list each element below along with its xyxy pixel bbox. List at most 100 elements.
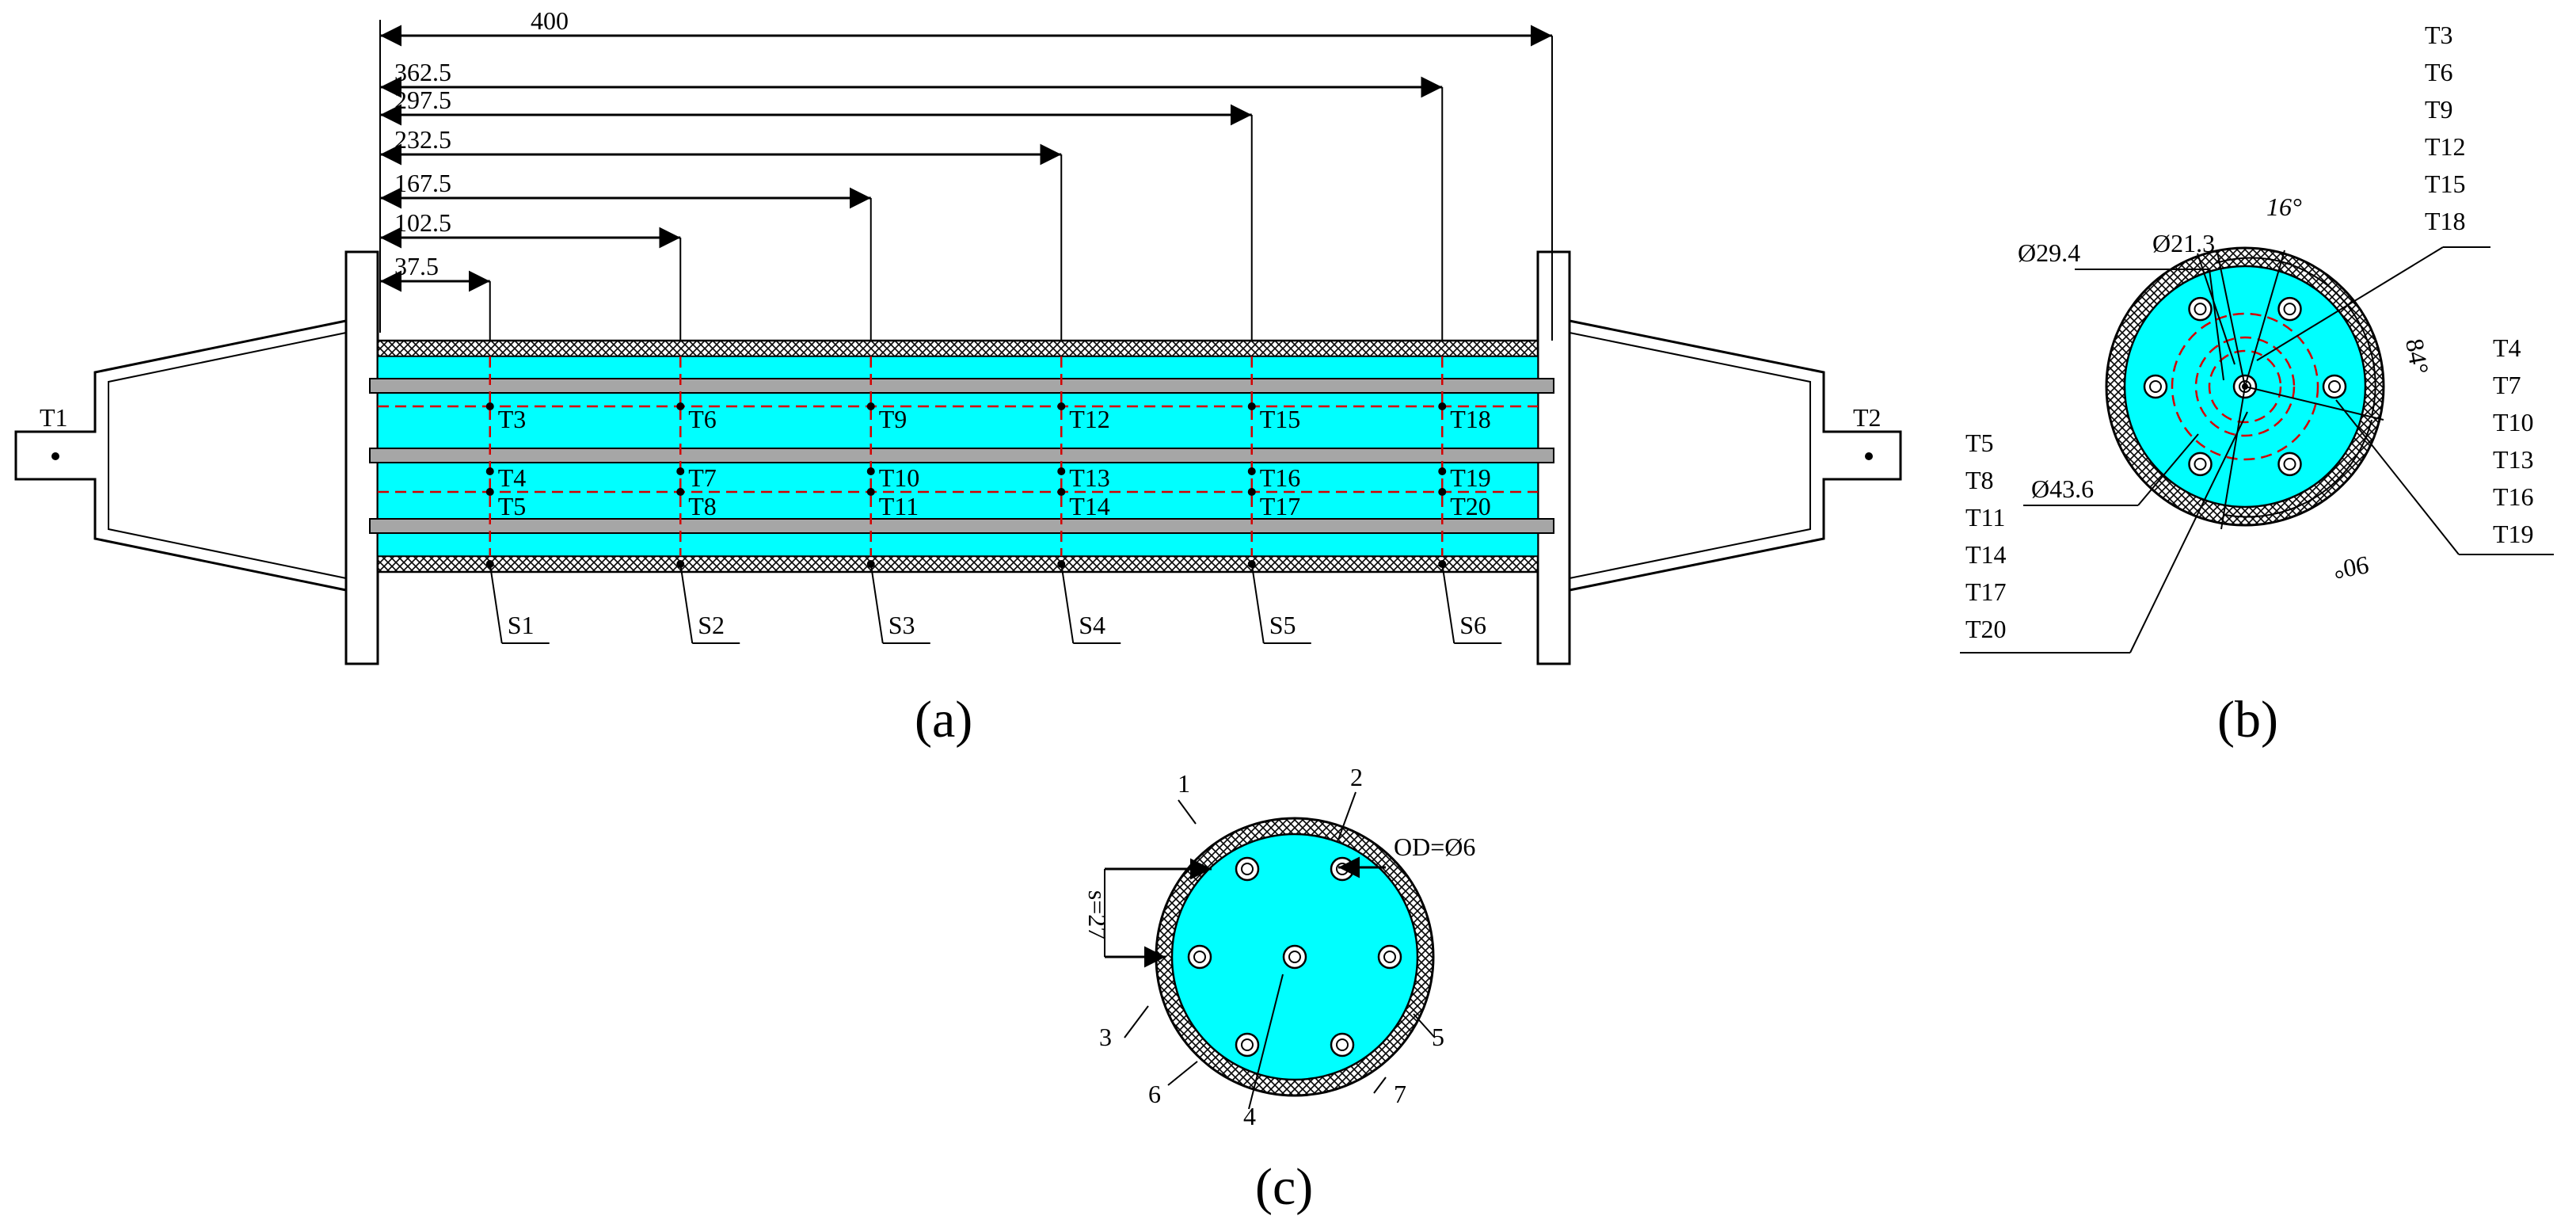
right-sensor-T13: T13	[2493, 445, 2534, 474]
tube-leader-2	[1337, 791, 1356, 840]
section-label-S4: S4	[1079, 611, 1105, 639]
top-sensor-T6: T6	[2425, 58, 2453, 86]
tube-c-6-bore	[1241, 1038, 1254, 1051]
sensor-point-T6	[676, 402, 685, 410]
sensor-point-T3	[485, 402, 494, 410]
sensor-point-T12	[1057, 402, 1066, 410]
sensor-label-T7: T7	[688, 463, 717, 492]
section-leader-S5	[1250, 563, 1265, 644]
right-diffuser	[1569, 319, 1902, 592]
sensor-label-T18: T18	[1450, 405, 1491, 433]
sensor-point-T13	[1057, 467, 1066, 475]
left-sensor-T8: T8	[1965, 466, 1994, 494]
sensor-label-T8: T8	[688, 492, 717, 520]
top-sensor-T9: T9	[2425, 95, 2453, 124]
dia-43-6: Ø43.6	[2031, 474, 2094, 503]
caption-a: (a)	[915, 691, 972, 749]
tube-c-5-bore	[1383, 951, 1396, 963]
dim-label-232.5: 232.5	[394, 125, 451, 154]
sensor-label-T15: T15	[1260, 405, 1301, 433]
tube-number-3: 3	[1099, 1023, 1112, 1051]
sensor-label-T17: T17	[1260, 492, 1301, 520]
left-sensor-T20: T20	[1965, 615, 2007, 643]
top-sensor-T12: T12	[2425, 132, 2466, 161]
dim-label-102.5: 102.5	[394, 208, 451, 237]
sensor-point-T17	[1247, 488, 1256, 496]
sensor-label-T13: T13	[1069, 463, 1110, 492]
dim-label-37.5: 37.5	[394, 252, 439, 280]
sensor-label-T4: T4	[498, 463, 527, 492]
right-sensor-T10: T10	[2493, 408, 2534, 436]
section-leader-S3	[869, 563, 884, 644]
tube-leader-3	[1124, 1005, 1149, 1038]
tube-leader-6	[1167, 1061, 1198, 1086]
section-label-S3: S3	[888, 611, 915, 639]
sensor-label-T3: T3	[498, 405, 527, 433]
top-sensor-T18: T18	[2425, 207, 2466, 235]
tube-c-4-bore	[1288, 951, 1301, 963]
tube-b-4-bore	[2149, 380, 2162, 393]
left-end-cap	[344, 250, 379, 665]
sensor-point-T7	[676, 467, 685, 475]
angle-84: 84°	[2400, 337, 2434, 376]
tube-number-7: 7	[1394, 1080, 1406, 1108]
sensor-point-T10	[866, 467, 875, 475]
caption-b: (b)	[2217, 691, 2278, 749]
top-sensor-T15: T15	[2425, 170, 2466, 198]
sensor-point-T20	[1438, 488, 1447, 496]
sensor-label-T16: T16	[1260, 463, 1301, 492]
section-leader-S4	[1060, 563, 1075, 644]
tube-c-3-bore	[1193, 951, 1206, 963]
right-sensor-T4: T4	[2493, 333, 2521, 362]
right-sensor-T16: T16	[2493, 482, 2534, 511]
sensor-label-T5: T5	[498, 492, 527, 520]
sensor-label-T20: T20	[1450, 492, 1491, 520]
left-sensor-T11: T11	[1965, 503, 2005, 532]
section-label-S6: S6	[1459, 611, 1486, 639]
sensor-point-T15	[1247, 402, 1256, 410]
sensor-point-T14	[1057, 488, 1066, 496]
sensor-label-T9: T9	[879, 405, 907, 433]
sensor-label-T11: T11	[879, 492, 919, 520]
tube-middle	[369, 448, 1554, 463]
sensor-point-T8	[676, 488, 685, 496]
shell-top-wall	[376, 339, 1539, 358]
tube-leader-1	[1178, 799, 1197, 825]
sensor-point-T16	[1247, 467, 1256, 475]
tube-b-6-bore	[2283, 303, 2296, 316]
sensor-point-T11	[866, 488, 875, 496]
tube-leader-4	[1248, 974, 1284, 1110]
panel-b-cross-section: Ø21.3 Ø29.4 Ø43.6 16° 84° 90° T3T6T9T12T…	[1960, 21, 2554, 749]
tube-b-2-bore	[2283, 457, 2296, 471]
section-leader-S2	[679, 563, 694, 644]
angle-16: 16°	[2266, 192, 2302, 221]
tube-number-5: 5	[1432, 1023, 1444, 1051]
tube-number-1: 1	[1178, 769, 1190, 798]
caption-c: (c)	[1255, 1158, 1313, 1216]
pitch-label: s=27	[1083, 890, 1112, 940]
top-sensor-T3: T3	[2425, 21, 2453, 49]
section-leader-S1	[489, 563, 503, 644]
sensor-point-T18	[1438, 402, 1447, 410]
section-leader-S6	[1441, 563, 1455, 644]
tube-number-4: 4	[1243, 1102, 1256, 1130]
shell-bottom-wall	[376, 554, 1539, 573]
end-label-t1: T1	[40, 403, 68, 432]
tube-c-7-bore	[1336, 1038, 1349, 1051]
sensor-label-T12: T12	[1069, 405, 1110, 433]
dim-label-362.5: 362.5	[394, 58, 451, 86]
sensor-point-T5	[485, 488, 494, 496]
sensor-label-T6: T6	[688, 405, 717, 433]
sensor-point-T4	[485, 467, 494, 475]
tube-b-5-bore	[2194, 303, 2207, 316]
sensor-label-T19: T19	[1450, 463, 1491, 492]
section-label-S5: S5	[1269, 611, 1296, 639]
tube-b-3-bore	[2194, 457, 2207, 471]
tube-leader-7	[1373, 1076, 1387, 1094]
tube-c-1-bore	[1241, 863, 1254, 875]
sensor-label-T10: T10	[879, 463, 920, 492]
dia-21-3: Ø21.3	[2152, 229, 2215, 257]
